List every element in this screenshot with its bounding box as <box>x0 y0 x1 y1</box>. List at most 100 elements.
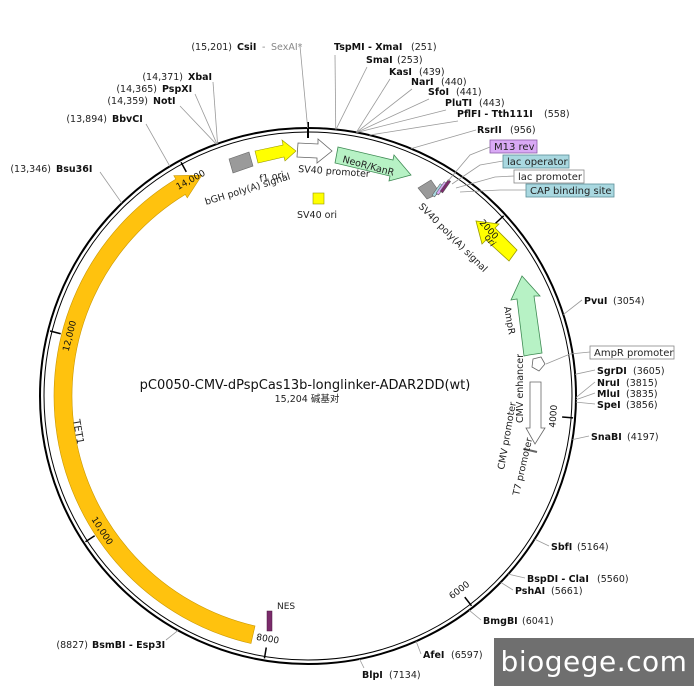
t7-promoter-label: T7 promoter <box>511 437 535 498</box>
site-name: NotI <box>153 96 176 107</box>
site-name: SgrDI <box>597 366 627 377</box>
map-title: pC0050-CMV-dPspCas13b-longlinker-ADAR2DD… <box>140 378 471 393</box>
site-pos: (4197) <box>627 432 659 443</box>
ampr-label: AmpR <box>501 306 517 336</box>
tick-marks <box>49 161 574 659</box>
sv40-promoter-label: SV40 promoter <box>298 164 370 180</box>
site-leader-line <box>575 392 596 401</box>
site-pos: (14,365) <box>116 84 157 95</box>
site-label-sgrdi: SgrDI (3605) <box>597 366 665 377</box>
tick-label: 4000 <box>548 404 560 428</box>
svg-text:lac promoter: lac promoter <box>518 172 583 183</box>
site-pos: (3054) <box>613 296 645 307</box>
site-name: RsrII <box>477 125 502 136</box>
tick-mark <box>180 161 187 173</box>
tick-label: 8000 <box>255 633 280 647</box>
site-name: PshAI <box>515 586 545 597</box>
site-label-noti: (14,359) NotI <box>107 96 175 107</box>
site-label-bsmbi-esp3i: (8827) BsmBI - Esp3I <box>56 640 165 651</box>
tick-label: 6000 <box>448 580 472 602</box>
site-pos: (251) <box>411 42 437 53</box>
site-leader-line <box>334 54 337 130</box>
site-label-pspxi: (14,365) PspXI <box>116 84 192 95</box>
tet1-feature <box>53 174 256 644</box>
site-leader-line <box>508 573 526 579</box>
tick-mark <box>49 330 61 335</box>
site-leader-line <box>411 129 477 150</box>
site-leader-line <box>299 45 309 129</box>
site-pos: (3605) <box>633 366 665 377</box>
site-pos: (7134) <box>389 670 421 681</box>
site-label-pshai: PshAI (5661) <box>515 586 583 597</box>
site-pos: (3815) <box>626 378 658 389</box>
site-label-smai: SmaI (253) <box>366 55 423 66</box>
cmv-promoter-label: CMV promoter <box>496 401 519 470</box>
site-leader-line <box>356 109 447 133</box>
t7-promoter-feature <box>523 448 538 453</box>
site-name: BspDI - ClaI <box>527 574 589 585</box>
site-name: BbvCI <box>112 114 143 125</box>
tick-mark <box>263 647 267 659</box>
site-leader-line <box>356 88 413 133</box>
site-leader-line <box>335 66 368 130</box>
site-pos: (8827) <box>56 640 88 651</box>
site-label-rsrii: RsrII (956) <box>477 125 536 136</box>
f1-ori-feature <box>254 139 297 164</box>
site-pos: (5164) <box>577 542 609 553</box>
site-leader-line <box>575 381 596 398</box>
site-pos: (253) <box>397 55 423 66</box>
svg-text:AmpR promoter: AmpR promoter <box>594 348 674 359</box>
site-name: Bsu36I <box>56 164 92 175</box>
site-label-bspdi-clai: BspDI - ClaI (5560) <box>527 574 629 585</box>
site-name: PspXI <box>162 84 192 95</box>
site-pos: (13,894) <box>66 114 107 125</box>
box-m13-rev: M13 rev <box>489 139 538 154</box>
svg-text:M13 rev: M13 rev <box>494 142 535 153</box>
site-name: BmgBI <box>483 616 518 627</box>
site-name: NarI <box>411 77 434 88</box>
site-label-afei: AfeI (6597) <box>423 650 483 661</box>
site-leader-line <box>145 123 171 167</box>
site-leader-line <box>415 641 422 655</box>
ori-feature <box>475 220 518 262</box>
site-label-csii: (15,201) CsiI - SexAI* <box>191 42 302 53</box>
lac-region-marks <box>431 179 452 198</box>
cmv-enhancer-feature <box>525 381 546 445</box>
site-leader-line <box>534 538 550 547</box>
site-name: SpeI <box>597 400 621 411</box>
site-leader-line <box>165 630 179 641</box>
site-leader-line <box>179 105 217 145</box>
ampr-feature <box>510 275 543 357</box>
site-extra: - <box>262 42 265 53</box>
site-extra-name: SexAI* <box>271 42 303 53</box>
site-label-bmgbi: BmgBI (6041) <box>483 616 554 627</box>
nes-feature <box>266 610 273 632</box>
site-pos: (3835) <box>626 389 658 400</box>
svg-text:lac operator: lac operator <box>507 157 568 168</box>
site-name: KasI <box>389 67 412 78</box>
site-pos: (13,346) <box>10 164 51 175</box>
site-label-nari: NarI (440) <box>411 77 467 88</box>
site-label-snabi: SnaBI (4197) <box>591 432 659 443</box>
site-label-nrui: NruI (3815) <box>597 378 658 389</box>
site-label-mlui: MluI (3835) <box>597 389 658 400</box>
site-label-pluti: PluTI (443) <box>445 98 505 109</box>
site-pos: (441) <box>456 87 482 98</box>
tick-mark <box>562 416 574 419</box>
site-pos: (5661) <box>551 586 583 597</box>
ampr-promoter-feature <box>531 356 546 372</box>
site-name: SfoI <box>428 87 449 98</box>
tick-mark <box>464 596 473 607</box>
site-pos: (3856) <box>626 400 658 411</box>
site-name: AfeI <box>423 650 444 661</box>
site-name: SmaI <box>366 55 393 66</box>
sv40-polya-label: SV40 poly(A) signal <box>416 201 489 274</box>
site-label-bbvci: (13,894) BbvCI <box>66 114 142 125</box>
box-lac-operator: lac operator <box>502 154 570 169</box>
nes-label: NES <box>277 602 295 612</box>
site-name: BlpI <box>362 670 383 681</box>
site-pos: (6597) <box>451 650 483 661</box>
site-leader-line <box>572 435 590 441</box>
site-name: PvuI <box>584 296 607 307</box>
